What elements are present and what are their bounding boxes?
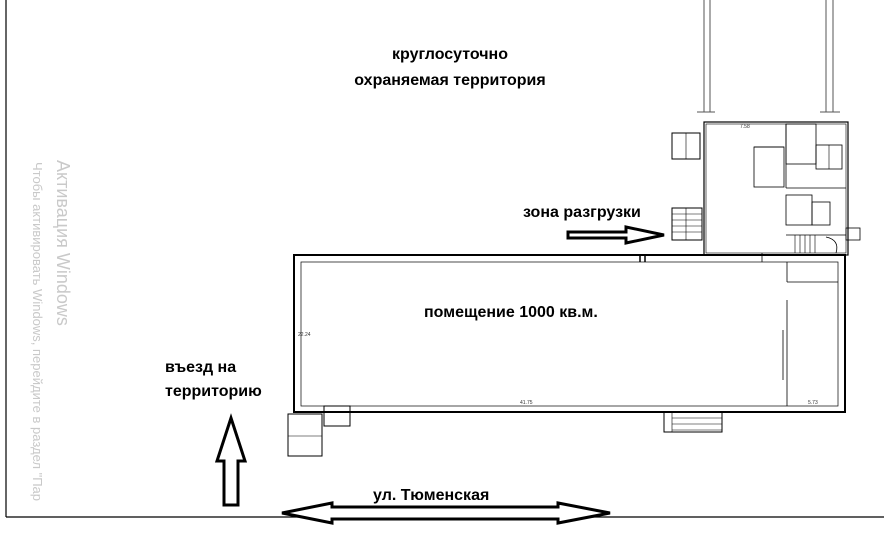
entry-label: въезд на территорию xyxy=(165,356,262,404)
unloading-arrow xyxy=(566,225,665,245)
territory-label-line1: круглосуточно xyxy=(392,46,508,63)
small-rooms-bottom-left xyxy=(287,405,351,457)
activation-watermark-title: Активация Windows xyxy=(53,160,73,326)
loading-ramp xyxy=(671,207,703,241)
dim-annex-top: 7.58 xyxy=(740,124,750,130)
small-outbuilding xyxy=(671,132,701,160)
entry-label-line2: территорию xyxy=(165,383,262,400)
territory-label-line2: охраняемая территория xyxy=(354,72,546,89)
entrance-steps xyxy=(663,411,723,433)
street-arrow xyxy=(281,501,611,525)
annex-building xyxy=(703,121,861,262)
dim-main-width-right: 5.73 xyxy=(808,400,818,406)
activation-watermark-text: Чтобы активировать Windows, перейдите в … xyxy=(30,162,45,502)
main-premises xyxy=(293,254,846,413)
entry-label-line1: въезд на xyxy=(165,359,237,376)
dim-main-width-left: 41.75 xyxy=(520,400,533,406)
entry-arrow xyxy=(214,413,248,507)
premises-label: помещение 1000 кв.м. xyxy=(424,304,598,321)
adjacent-building xyxy=(697,0,840,113)
street-label: ул. Тюменская xyxy=(373,487,490,504)
dim-main-height: 22.24 xyxy=(298,332,311,338)
territory-label: круглосуточно охраняемая территория xyxy=(330,42,570,94)
unloading-zone-label: зона разгрузки xyxy=(523,204,641,221)
